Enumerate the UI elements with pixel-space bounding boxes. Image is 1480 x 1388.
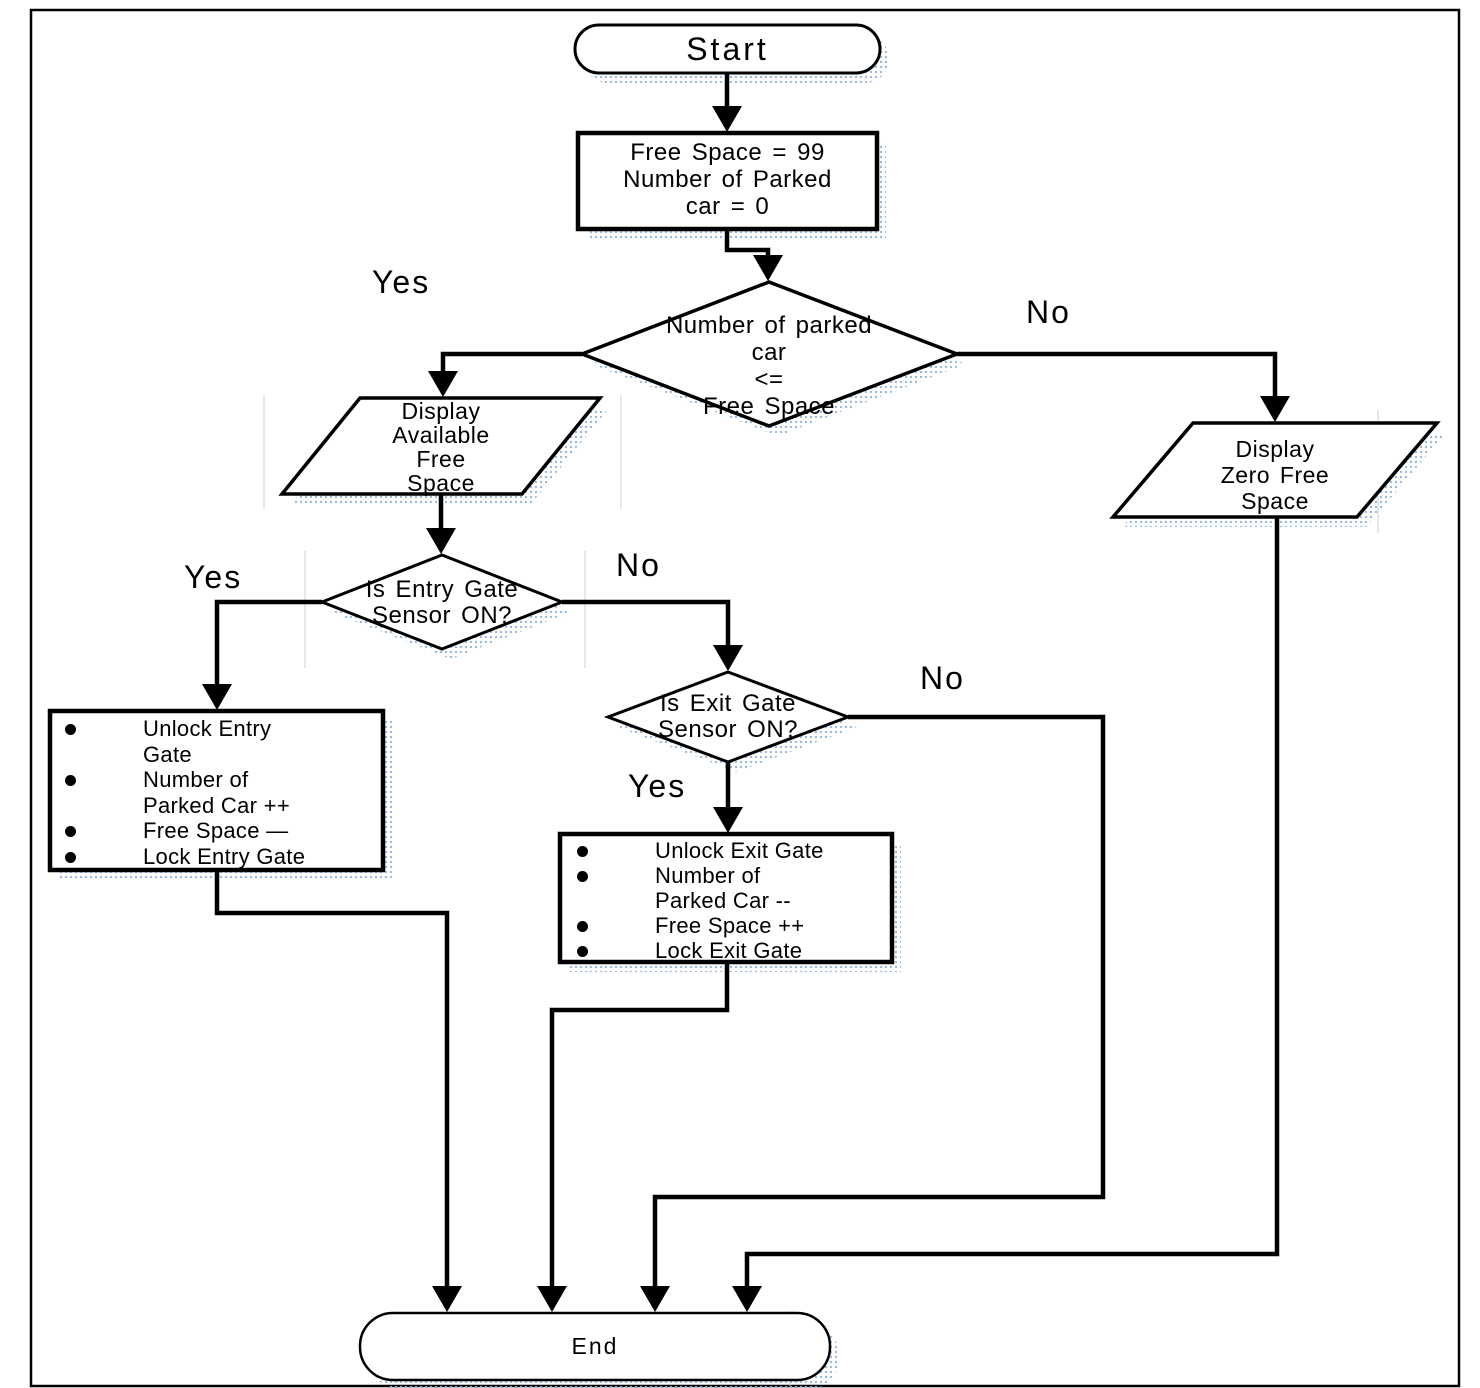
start-node-label: Start xyxy=(686,30,769,67)
entry-decision-label: Is Entry Gate Sensor ON? xyxy=(332,577,552,629)
exit-action-item: Free Space ++ xyxy=(560,913,880,938)
init-node-label: Free Space = 99 Number of Parked car = 0 xyxy=(578,139,877,220)
arrowhead xyxy=(753,255,783,281)
end-node-label: End xyxy=(571,1333,619,1359)
exit-action-item: Number of Parked Car -- xyxy=(560,863,880,913)
edge-exitactions-end xyxy=(549,962,730,1293)
entry-action-text-1: Unlock Entry Gate xyxy=(143,716,272,767)
entry-action-text-3: Free Space — xyxy=(143,818,289,843)
edge-capacity-no xyxy=(957,351,1278,403)
exit-actions-list: Unlock Exit Gate Number of Parked Car --… xyxy=(560,834,892,966)
init-line-2: Number of Parked xyxy=(623,166,832,193)
exit-yes-label: Yes xyxy=(628,768,687,804)
edge-entry-yes xyxy=(214,599,322,691)
exit-action-text-1: Unlock Exit Gate xyxy=(655,838,824,863)
init-line-1: Free Space = 99 xyxy=(630,139,825,166)
edge-entry-no xyxy=(562,599,731,652)
bullet-icon xyxy=(65,851,76,863)
display-available-line-4: Space xyxy=(407,470,475,496)
edge-displayzero-end xyxy=(744,517,1280,1293)
bullet-icon xyxy=(577,846,588,857)
arrowhead xyxy=(1260,396,1290,422)
arrowhead xyxy=(432,1286,462,1312)
arrowhead xyxy=(712,106,742,132)
display-zero-line-2: Zero Free xyxy=(1220,462,1330,488)
arrowhead xyxy=(713,645,743,671)
entry-action-item: Unlock Entry Gate xyxy=(50,716,363,767)
arrowhead xyxy=(732,1286,762,1312)
exit-decision-line-1: Is Exit Gate xyxy=(659,690,797,717)
exit-action-text-4: Lock Exit Gate xyxy=(655,938,803,963)
edge-exitno-end xyxy=(652,714,1106,1293)
entry-action-item: Number of Parked Car ++ xyxy=(50,767,363,818)
edge-capacity-yes xyxy=(440,351,582,378)
capacity-line-2: car xyxy=(751,339,787,366)
display-available-label: Display Available Free Space xyxy=(331,399,551,495)
display-zero-line-3: Space xyxy=(1241,488,1309,514)
connectors xyxy=(214,72,1280,1293)
arrowhead xyxy=(426,528,456,554)
exit-no-label: No xyxy=(920,660,965,696)
entry-decision-line-2: Sensor ON? xyxy=(371,602,513,629)
arrowhead xyxy=(428,371,458,397)
arrowhead xyxy=(713,807,743,833)
exit-decision-label: Is Exit Gate Sensor ON? xyxy=(618,691,838,743)
bullet-icon xyxy=(65,775,76,786)
entry-action-item: Lock Entry Gate xyxy=(50,844,363,870)
capacity-no-label: No xyxy=(1026,294,1071,330)
display-available-line-2: Available xyxy=(392,422,490,448)
capacity-decision-label: Number of parked car <= Free Space xyxy=(594,312,944,420)
arrowhead xyxy=(202,684,232,710)
exit-action-item: Unlock Exit Gate xyxy=(560,838,880,863)
exit-action-text-3: Free Space ++ xyxy=(655,913,805,938)
capacity-line-4: Free Space xyxy=(702,393,836,420)
entry-no-label: No xyxy=(616,547,661,583)
display-available-line-1: Display xyxy=(401,398,481,424)
bullet-icon xyxy=(577,946,588,957)
init-line-3: car = 0 xyxy=(685,193,770,220)
capacity-line-1: Number of parked xyxy=(665,312,873,339)
exit-action-item: Lock Exit Gate xyxy=(560,938,880,963)
display-zero-label: Display Zero Free Space xyxy=(1165,436,1385,514)
arrowheads xyxy=(202,106,1290,1312)
entry-yes-label: Yes xyxy=(184,559,243,595)
arrowhead xyxy=(640,1286,670,1312)
entry-actions-list: Unlock Entry Gate Number of Parked Car +… xyxy=(50,711,383,875)
bullet-icon xyxy=(577,921,588,932)
entry-action-text-4: Lock Entry Gate xyxy=(143,843,306,869)
arrowhead xyxy=(537,1286,567,1312)
capacity-line-3: <= xyxy=(754,366,784,393)
bullet-icon xyxy=(577,871,588,882)
bullet-icon xyxy=(65,826,76,837)
edge-entryactions-end xyxy=(214,870,450,1293)
display-zero-line-1: Display xyxy=(1235,436,1315,462)
display-available-line-3: Free xyxy=(416,446,466,472)
capacity-yes-label: Yes xyxy=(372,264,431,300)
entry-action-item: Free Space — xyxy=(50,818,363,844)
exit-action-text-2: Number of Parked Car -- xyxy=(655,863,791,913)
exit-decision-line-2: Sensor ON? xyxy=(657,716,799,743)
entry-action-text-2: Number of Parked Car ++ xyxy=(143,767,290,818)
entry-decision-line-1: Is Entry Gate xyxy=(365,576,519,603)
bullet-icon xyxy=(65,724,76,735)
